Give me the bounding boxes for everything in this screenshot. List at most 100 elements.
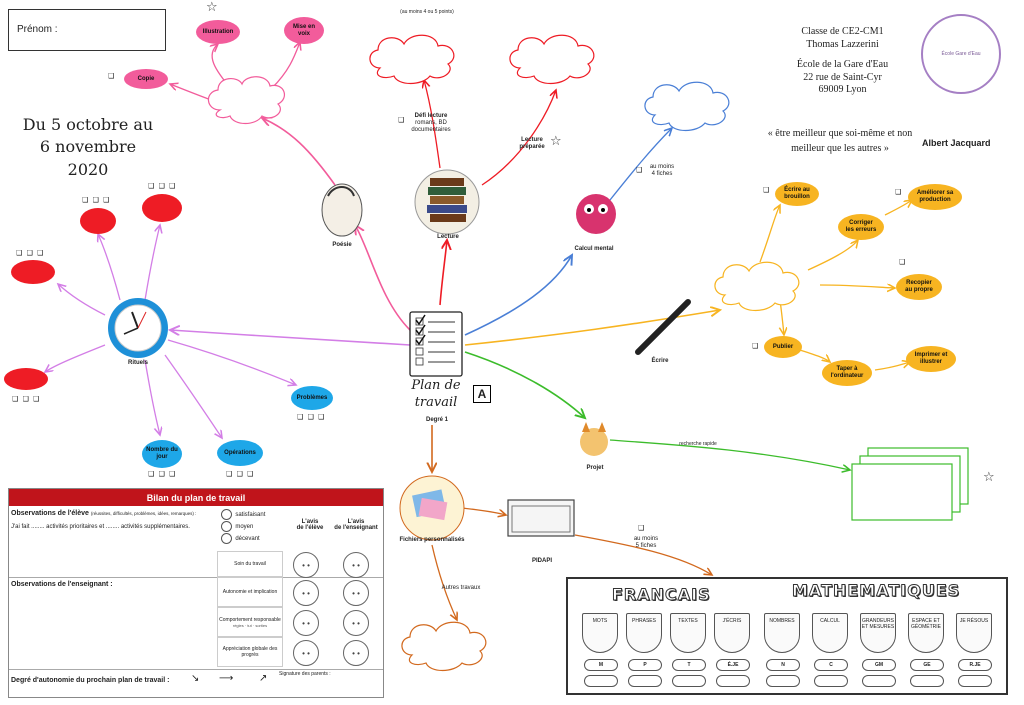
fr-progress-pill-3[interactable] <box>716 675 750 687</box>
math-code-3[interactable]: GE <box>910 659 944 671</box>
label-fichiers: Fichiers personnalisés <box>399 537 465 543</box>
row-soin: Soin du travail <box>217 551 283 577</box>
mood-legend: satisfaisant moyen décevant <box>221 509 265 545</box>
smiley-face-icon[interactable]: • • <box>343 640 369 666</box>
fr-code-0[interactable]: M <box>584 659 618 671</box>
ecrire-brouillon-2: brouillon <box>784 194 810 200</box>
nombre-2: jour <box>156 454 168 460</box>
mood-moyen: moyen <box>235 524 254 531</box>
date-range: Du 5 octobre au 6 novembre 2020 <box>18 114 158 181</box>
star-icon: ☆ <box>983 470 995 485</box>
arrow-up-icon[interactable]: ↗ <box>259 673 268 684</box>
comportement-label: Comportement responsable <box>219 616 281 623</box>
label-pidapi: PIDAPI <box>531 558 552 564</box>
fr-progress-pill-2[interactable] <box>672 675 706 687</box>
smiley-face-icon[interactable]: • • <box>293 552 319 578</box>
checkbox[interactable]: ❑ <box>636 166 644 174</box>
bubble-ritual-1 <box>80 208 116 234</box>
obs-enseignant: Observations de l'enseignant : <box>11 581 113 588</box>
checkbox[interactable]: ❑ <box>752 342 760 350</box>
bilan-table: Bilan du plan de travail Observations de… <box>8 488 384 698</box>
smiley-face-icon[interactable]: • • <box>293 640 319 666</box>
fr-shield-3: J'ÉCRIS <box>714 613 750 653</box>
arrow-down-icon[interactable]: ↘ <box>191 673 200 684</box>
mood-decevant: décevant <box>235 536 260 543</box>
math-progress-pill-2[interactable] <box>862 675 896 687</box>
comportement-sub: règles · tut · sorties <box>232 622 268 628</box>
label-points-note: (au moins 4 ou 5 points) <box>400 9 454 15</box>
fr-shield-2: TEXTES <box>670 613 706 653</box>
math-code-0[interactable]: N <box>766 659 800 671</box>
divider <box>9 669 383 670</box>
corriger-1: Corriger <box>849 220 873 227</box>
row-comportement: Comportement responsable règles · tut · … <box>217 607 283 637</box>
checkboxes[interactable]: ❑ ❑ ❑ <box>12 395 41 403</box>
checkbox[interactable]: ❑ <box>638 524 646 532</box>
date-line-1: Du 5 octobre au <box>22 115 154 134</box>
checkbox[interactable]: ❑ <box>398 116 406 124</box>
bubble-ritual-3 <box>11 260 55 284</box>
level-badge: A <box>473 385 491 403</box>
bubble-ritual-2 <box>142 194 182 222</box>
checkboxes[interactable]: ❑ ❑ ❑ <box>148 182 177 190</box>
smiley-face-icon[interactable]: • • <box>343 610 369 636</box>
math-progress-pill-3[interactable] <box>910 675 944 687</box>
math-code-4[interactable]: R.JE <box>958 659 992 671</box>
math-code-1[interactable]: C <box>814 659 848 671</box>
checkboxes[interactable]: ❑ ❑ ❑ <box>297 413 326 421</box>
checkbox[interactable]: ❑ <box>108 72 116 80</box>
prenom-field[interactable]: Prénom : <box>8 9 166 51</box>
smiley-face-icon[interactable]: • • <box>293 580 319 606</box>
checkboxes[interactable]: ❑ ❑ ❑ <box>82 196 111 204</box>
fr-progress-pill-1[interactable] <box>628 675 662 687</box>
degre-autonomie: Degré d'autonomie du prochain plan de tr… <box>11 677 170 684</box>
math-code-2[interactable]: GM <box>862 659 896 671</box>
fr-code-1[interactable]: P <box>628 659 662 671</box>
math-shield-4: JE RÉSOUS <box>956 613 992 653</box>
pidapi-fiches-2: 5 fiches <box>635 543 657 550</box>
math-progress-pill-4[interactable] <box>958 675 992 687</box>
mood-satisfaisant: satisfaisant <box>235 512 266 519</box>
checkboxes[interactable]: ❑ ❑ ❑ <box>16 249 45 257</box>
francais-title: FRANCAIS <box>612 585 711 605</box>
jai-fait-line[interactable]: J'ai fait ........ activités prioritaire… <box>11 524 190 530</box>
checkboxes[interactable]: ❑ ❑ ❑ <box>148 470 177 478</box>
bubble-problemes: Problèmes <box>291 386 333 410</box>
lecture-preparee-1: Lecture <box>521 137 543 143</box>
imprimer-2: illustrer <box>919 359 942 365</box>
math-progress-pill-1[interactable] <box>814 675 848 687</box>
school-street: 22 rue de Saint-Cyr <box>803 71 882 83</box>
checkbox[interactable]: ❑ <box>899 258 907 266</box>
smiley-face-icon[interactable]: • • <box>293 610 319 636</box>
smiley-face-icon[interactable]: • • <box>343 580 369 606</box>
fr-shield-0: MOTS <box>582 613 618 653</box>
ameliorer-2: production <box>919 197 951 203</box>
label-autres-travaux: Autres travaux <box>441 585 481 591</box>
bubble-illustration: Illustration <box>196 20 240 44</box>
bilan-title: Bilan du plan de travail <box>9 489 383 506</box>
math-progress-pill-0[interactable] <box>766 675 800 687</box>
checkbox[interactable]: ❑ <box>763 186 771 194</box>
school-info: Classe de CE2-CM1 Thomas Lazzerini École… <box>760 26 925 97</box>
checkboxes[interactable]: ❑ ❑ ❑ <box>226 470 255 478</box>
fr-code-3[interactable]: É.JE <box>716 659 750 671</box>
arrow-right-icon[interactable]: ⟶ <box>219 673 234 684</box>
smiley-face-icon[interactable]: • • <box>343 552 369 578</box>
maths-title: MATHEMATIQUES <box>791 581 961 601</box>
avis-eleve-2: de l'élève <box>296 525 324 531</box>
fr-progress-pill-0[interactable] <box>584 675 618 687</box>
obs-eleve: Observations de l'élève (réussites, diff… <box>11 510 217 517</box>
bubble-publier: Publier <box>764 336 802 358</box>
star-icon: ☆ <box>550 134 562 149</box>
label-defi-lecture: Défi lecture romans, BD documentaires <box>404 113 458 135</box>
calcul-fiches-1: au moins <box>649 164 675 170</box>
label-rituels: Rituels <box>127 360 148 366</box>
prenom-label: Prénom : <box>17 24 58 35</box>
fr-code-2[interactable]: T <box>672 659 706 671</box>
bubble-mise-en-voix: Mise en voix <box>284 17 324 44</box>
checkbox[interactable]: ❑ <box>895 188 903 196</box>
taper-1: Taper à <box>836 366 858 373</box>
